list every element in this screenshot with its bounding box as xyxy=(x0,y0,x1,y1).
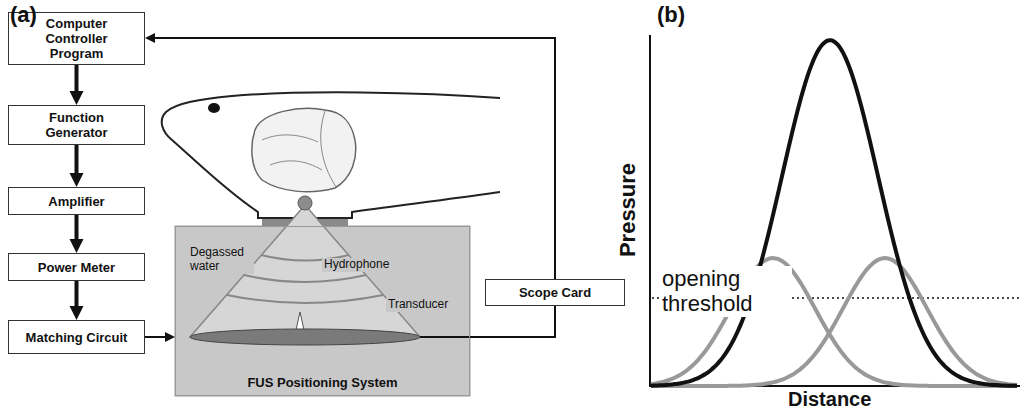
single-beam-curve xyxy=(651,258,1017,386)
signal-line xyxy=(154,38,555,279)
node-text: Power Meter xyxy=(38,260,115,275)
focal-spot xyxy=(298,196,312,210)
node-text: FUS Positioning System xyxy=(247,375,397,390)
mouse-eye xyxy=(208,103,220,113)
panel-letter: (b) xyxy=(657,2,685,27)
node-text: Matching Circuit xyxy=(26,330,128,345)
node-text: Computer Controller Program xyxy=(31,16,122,61)
process-box: Function Generator xyxy=(8,105,145,145)
process-box: Scope Card xyxy=(485,279,625,306)
flow-arrow xyxy=(75,281,79,307)
single-beam-curve xyxy=(651,258,1017,386)
node-text: Scope Card xyxy=(519,285,591,300)
hydrophone-symbol xyxy=(296,312,304,330)
threshold-label: opening threshold xyxy=(660,266,792,317)
part-label: Transducer xyxy=(386,298,450,312)
process-box: Amplifier xyxy=(8,187,145,215)
flow-arrow xyxy=(75,145,79,174)
flow-arrow xyxy=(75,215,79,240)
signal-line xyxy=(145,336,166,338)
brain-folds xyxy=(262,111,336,187)
chart-axes xyxy=(650,35,1020,386)
node-text: Amplifier xyxy=(48,194,104,209)
process-box: Matching Circuit xyxy=(8,320,145,354)
transducer-symbol xyxy=(190,329,420,345)
process-box: Power Meter xyxy=(8,253,145,281)
signal-wire xyxy=(420,336,470,338)
node-text: Function Generator xyxy=(17,110,136,140)
flow-arrow xyxy=(75,65,79,92)
axis-label: Pressure xyxy=(615,163,640,257)
medium-label: Degassed water xyxy=(188,246,254,274)
mouse-head xyxy=(162,92,500,218)
combined-beam-curve xyxy=(651,40,1017,386)
signal-line xyxy=(470,306,555,337)
part-label: Hydrophone xyxy=(322,258,391,272)
brain xyxy=(252,108,356,191)
panel-letter: (a) xyxy=(10,2,37,27)
axis-label: Distance xyxy=(788,388,871,411)
